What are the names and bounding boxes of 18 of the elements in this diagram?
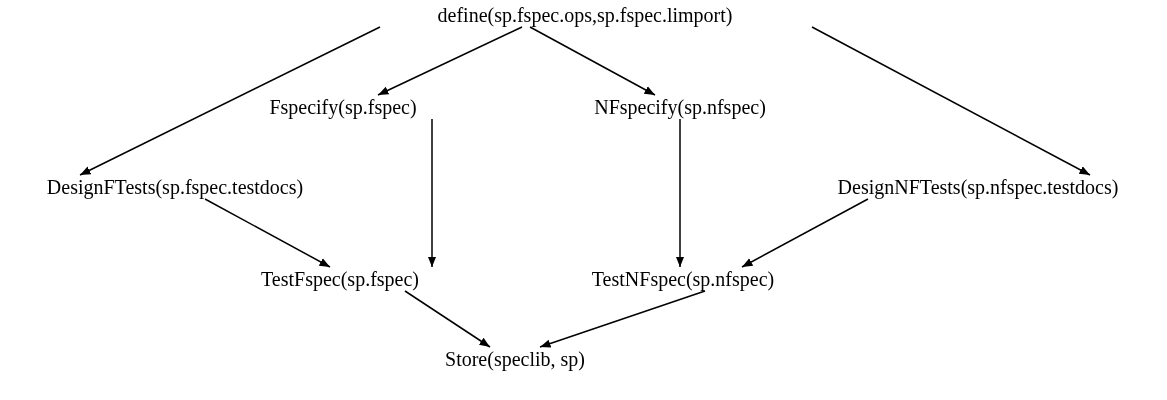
node-label: Fspecify(sp.fspec) [269, 96, 417, 118]
node-label: DesignFTests(sp.fspec.testdocs) [46, 176, 304, 198]
arrow [79, 26, 381, 176]
arrow [811, 26, 1091, 176]
arrow [675, 118, 685, 268]
arrow [377, 26, 523, 96]
node-label: TestNFspec(sp.nfspec) [591, 268, 775, 290]
arrow [404, 290, 491, 348]
node-label: DesignNFTests(sp.nfspec.testdocs) [837, 176, 1119, 198]
arrow [427, 118, 437, 268]
arrow [741, 198, 869, 268]
node-label: TestFspec(sp.fspec) [261, 268, 419, 290]
arrow [529, 26, 656, 96]
node-label: define(sp.fspec.ops,sp.fspec.limport) [437, 4, 733, 26]
arrow [539, 290, 706, 348]
node-label: NFspecify(sp.nfspec) [594, 96, 766, 118]
node-label: Store(speclib, sp) [445, 348, 585, 370]
arrow [204, 198, 331, 268]
